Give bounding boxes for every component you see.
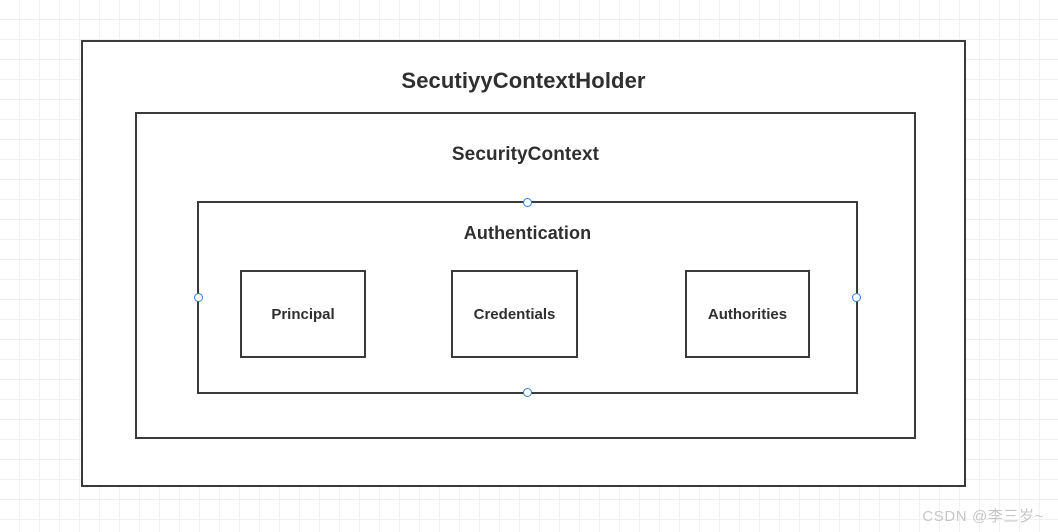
box-label-credentials: Credentials: [473, 305, 556, 323]
box-credentials[interactable]: Credentials: [451, 270, 578, 358]
box-authorities[interactable]: Authorities: [685, 270, 810, 358]
selection-handle-right[interactable]: [852, 293, 861, 302]
selection-handle-top[interactable]: [523, 198, 532, 207]
box-title-authentication: Authentication: [463, 223, 592, 243]
box-title-secutiyycontextholder: SecutiyyContextHolder: [401, 68, 646, 93]
csdn-watermark: CSDN @李三岁~: [922, 508, 1044, 525]
box-label-authorities: Authorities: [707, 305, 788, 323]
box-title-securitycontext: SecurityContext: [451, 144, 600, 165]
box-authentication[interactable]: Authentication Principal Credentials Aut…: [194, 198, 861, 397]
box-principal[interactable]: Principal: [240, 270, 366, 358]
box-secutiyycontextholder[interactable]: SecutiyyContextHolder SecurityContext Au…: [81, 40, 966, 487]
box-securitycontext[interactable]: SecurityContext Authentication Principal…: [135, 112, 916, 439]
selection-handle-left[interactable]: [194, 293, 203, 302]
selection-handle-bottom[interactable]: [523, 388, 532, 397]
box-label-principal: Principal: [271, 305, 335, 323]
